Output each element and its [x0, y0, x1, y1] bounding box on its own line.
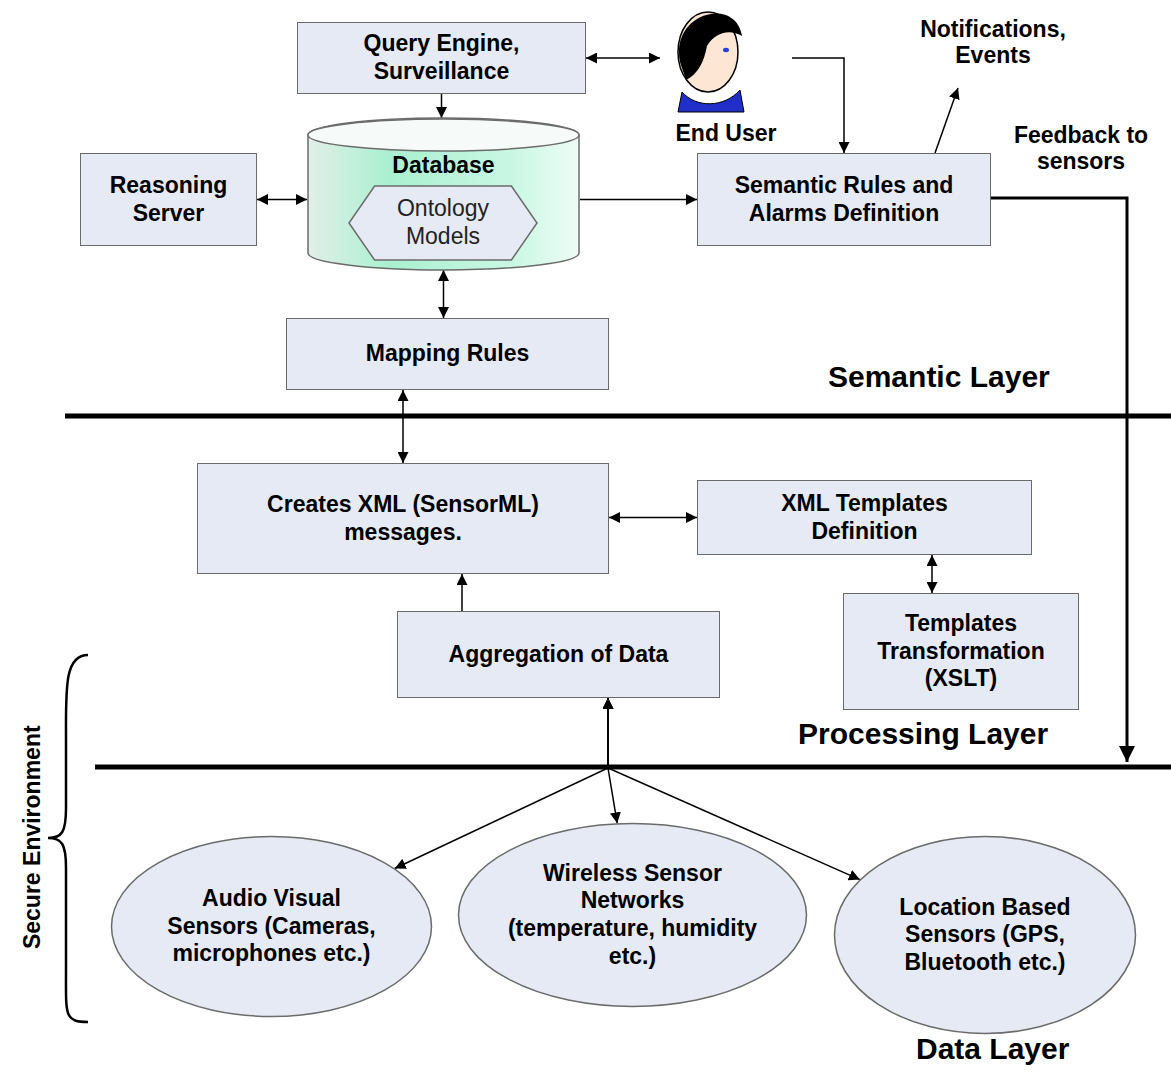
ellipse-shape: [459, 824, 807, 1007]
connector-arrow: [580, 199, 697, 201]
process-box: Templates Transformation (XSLT): [843, 593, 1079, 710]
semantic-layer-bar: [65, 414, 1171, 419]
node-text: Wireless Sensor Networks (temperature, h…: [508, 860, 758, 970]
sensor-ellipse: Location Based Sensors (GPS, Bluetooth e…: [833, 835, 1137, 1035]
connector-arrow: [441, 94, 443, 118]
process-box: Mapping Rules: [286, 318, 609, 390]
text-wrapper: Wireless Sensor Networks (temperature, h…: [508, 860, 758, 970]
node-text: Templates Transformation (XSLT): [854, 610, 1069, 693]
node-text: Mapping Rules: [303, 340, 593, 368]
collar: [678, 90, 744, 112]
node-text: Ontology Models: [368, 195, 518, 250]
connector-arrow: [257, 199, 307, 201]
process-box: Query Engine, Surveillance: [297, 22, 586, 94]
node-text: Aggregation of Data: [411, 641, 706, 669]
text-wrapper: Location Based Sensors (GPS, Bluetooth e…: [873, 894, 1097, 977]
node-text: Semantic Rules and Alarms Definition: [709, 172, 979, 227]
layer-label: Data Layer: [916, 1032, 1156, 1067]
node-text: Creates XML (SensorML) messages.: [253, 491, 553, 546]
process-box: Reasoning Server: [80, 153, 257, 246]
text-wrapper: Semantic Rules and Alarms Definition: [709, 172, 979, 227]
connector-arrow: [402, 390, 404, 463]
notification-arrow: [935, 88, 958, 153]
node-text: Audio Visual Sensors (Cameras, microphon…: [154, 885, 390, 968]
layer-label: Processing Layer: [798, 717, 1128, 752]
process-box: XML Templates Definition: [697, 480, 1032, 555]
layer-label: Semantic Layer: [828, 360, 1158, 395]
process-box: Semantic Rules and Alarms Definition: [697, 153, 991, 246]
text-wrapper: Ontology Models: [368, 195, 518, 250]
text-wrapper: End User: [660, 120, 792, 148]
text-wrapper: Aggregation of Data: [411, 641, 706, 669]
node-text: Query Engine, Surveillance: [317, 30, 567, 85]
text-wrapper: Audio Visual Sensors (Cameras, microphon…: [154, 885, 390, 968]
processing-layer-bar: [95, 765, 1171, 770]
connector-arrow: [461, 574, 463, 611]
text-wrapper: Templates Transformation (XSLT): [854, 610, 1069, 693]
connector-arrow: [586, 57, 660, 59]
hair: [679, 13, 742, 80]
region-label: Secure Environment: [19, 687, 45, 987]
connector-arrow: [931, 555, 933, 593]
feedback-label: Feedback to sensors: [996, 122, 1166, 175]
cylinder-body: [308, 118, 579, 270]
connector-arrow: [443, 270, 445, 318]
process-box: Aggregation of Data: [397, 611, 720, 698]
text-wrapper: Database: [314, 152, 574, 180]
node-text: End User: [660, 120, 792, 148]
cylinder-top: [308, 119, 579, 151]
connector-arrow: [792, 58, 844, 153]
ellipse-shape: [112, 837, 432, 1017]
notification-label: Notifications, Events: [893, 16, 1093, 69]
node-text: Database: [314, 152, 574, 180]
end-user-figure: End User: [660, 0, 792, 148]
text-wrapper: Creates XML (SensorML) messages.: [253, 491, 553, 546]
process-box: Creates XML (SensorML) messages.: [197, 463, 609, 574]
ontology-hexagon: Ontology Models: [348, 185, 538, 261]
sensor-ellipse: Audio Visual Sensors (Cameras, microphon…: [110, 835, 433, 1018]
text-wrapper: XML Templates Definition: [755, 490, 975, 545]
eye: [723, 48, 729, 52]
text-wrapper: Mapping Rules: [303, 340, 593, 368]
connector-arrow: [608, 698, 617, 823]
ellipse-shape: [835, 837, 1136, 1034]
node-text: Reasoning Server: [91, 172, 246, 227]
text-wrapper: Query Engine, Surveillance: [317, 30, 567, 85]
node-text: Location Based Sensors (GPS, Bluetooth e…: [873, 894, 1097, 977]
text-wrapper: Reasoning Server: [91, 172, 246, 227]
database-cylinder: DatabaseOntology Models: [307, 118, 580, 270]
secure-environment-brace: [48, 655, 88, 1022]
node-text: XML Templates Definition: [755, 490, 975, 545]
hexagon-shape: [349, 186, 537, 260]
connector-arrow: [609, 517, 697, 519]
sensor-ellipse: Wireless Sensor Networks (temperature, h…: [457, 822, 808, 1008]
